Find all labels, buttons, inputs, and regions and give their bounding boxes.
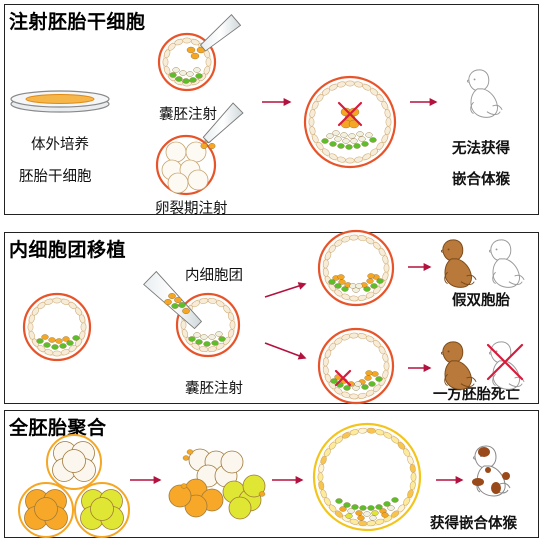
blastocyst-injection-label: 囊胚注射 [185,381,243,397]
chimera-blastocyst-icon [312,422,422,532]
twin-icm-blastocyst-icon [317,229,395,307]
monkey-outline-icon [489,239,525,288]
aggregated-embryo-icon [168,448,266,520]
embryo-white-icon [46,434,102,490]
donor-blastocyst-icon [22,292,92,362]
injection-pipette-icon [143,270,203,330]
culture-label-line1: 体外培养 [31,137,89,153]
embryo-orange-icon [18,482,74,538]
monkey-brown-icon [441,239,477,288]
blastocyst-injection-icon [157,32,217,92]
result-label-line2: 嵌合体猴 [452,172,510,188]
panel-title: 内细胞团移植 [9,239,127,261]
culture-dish-icon [10,90,110,113]
result-chimera-label: 获得嵌合体猴 [430,516,517,532]
result-label-line1: 无法获得 [452,141,510,157]
chimera-monkey-icon [472,445,511,497]
icm-label: 内细胞团 [185,268,243,284]
monkey-brown-icon [441,341,477,390]
blastocyst-injection-label: 囊胚注射 [159,107,217,123]
injection-pipette-icon [202,102,244,144]
result-twins-label: 假双胞胎 [452,293,510,309]
monkey-outline-icon [486,341,525,390]
culture-label-line2: 胚胎干细胞 [19,169,92,185]
arrow-icon [264,342,307,360]
monkey-outline-icon [467,69,503,118]
injection-pipette-icon [199,14,242,52]
recipient-blastocyst-icon [175,292,241,358]
panel-title: 注射胚胎干细胞 [9,11,146,33]
dying-icm-blastocyst-icon [317,327,395,405]
failed-blastocyst-icon [303,75,397,169]
cleavage-embryo-icon [155,134,217,196]
arrow-icon [264,282,307,298]
result-death-label: 一方胚胎死亡 [433,387,520,403]
panel-title: 全胚胎聚合 [9,417,107,439]
cleavage-injection-label: 卵裂期注射 [155,201,228,217]
embryo-yellow-icon [74,482,130,538]
